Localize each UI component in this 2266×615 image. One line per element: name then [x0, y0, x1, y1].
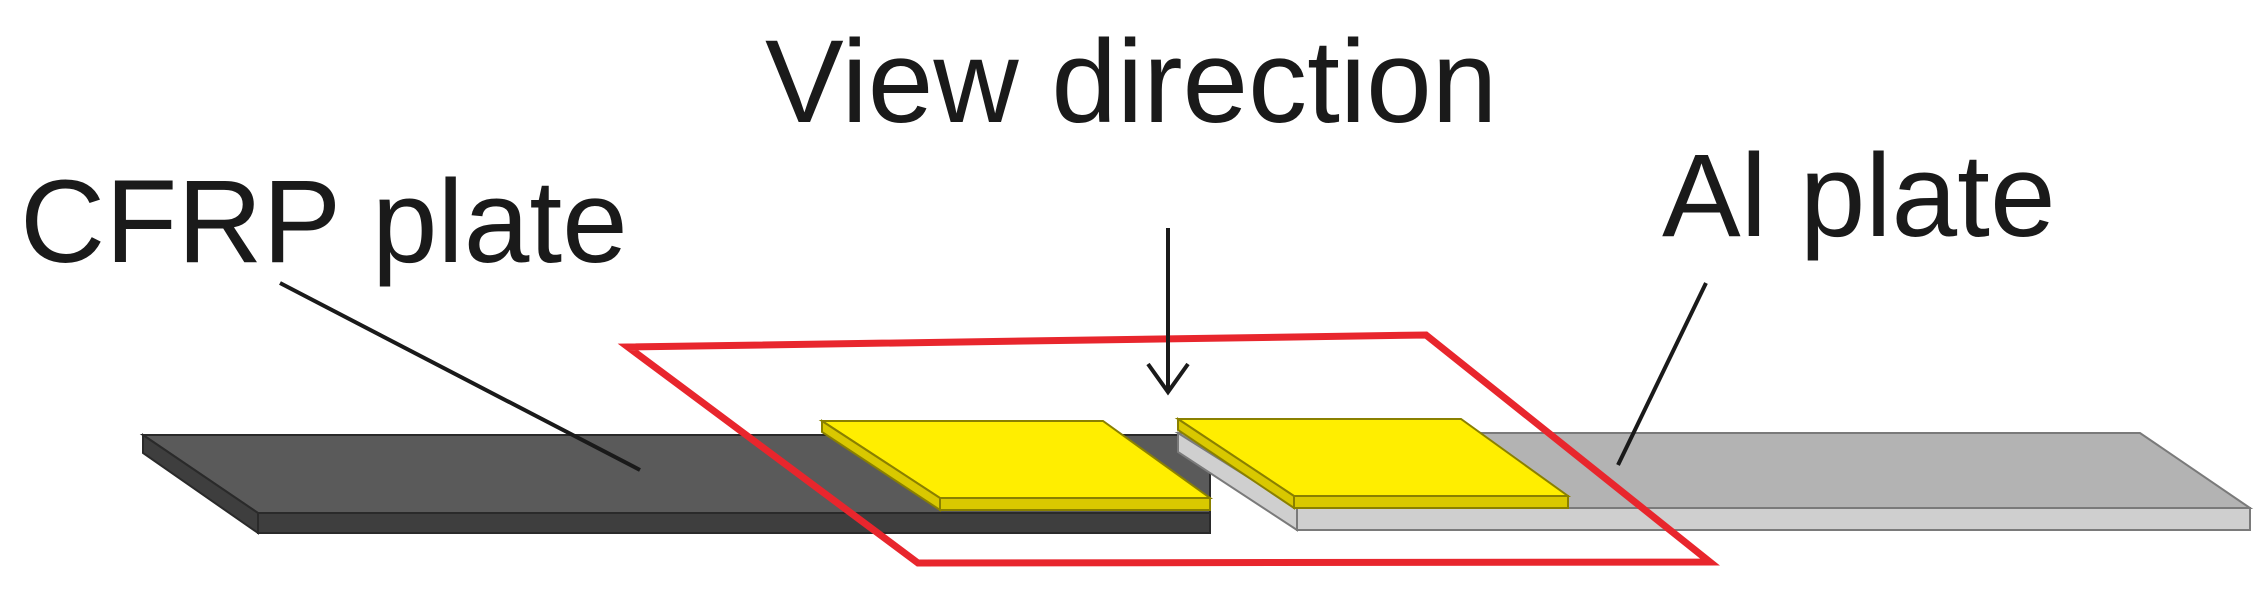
view-direction-arrow	[1146, 228, 1190, 396]
cfrp-leader-line	[279, 281, 641, 472]
al-leader-line	[1616, 282, 1708, 466]
al-plate-label: Al plate	[1662, 130, 2056, 262]
adhesive-left-side	[939, 497, 1211, 511]
view-region-frame	[617, 331, 1720, 567]
adhesive-right-end	[1177, 417, 1295, 510]
cfrp-plate-label: CFRP plate	[20, 156, 628, 288]
adhesive-patch-left	[818, 419, 1214, 512]
adhesive-left-end	[821, 419, 941, 512]
al-plate-side	[1296, 507, 2251, 531]
arrow-head	[1146, 362, 1190, 396]
cfrp-plate-end	[142, 433, 259, 535]
cfrp-plate-side	[257, 512, 1211, 534]
adhesive-right-side	[1293, 495, 1569, 509]
adhesive-patch-right	[1174, 417, 1572, 510]
view-direction-label: View direction	[765, 16, 1497, 148]
